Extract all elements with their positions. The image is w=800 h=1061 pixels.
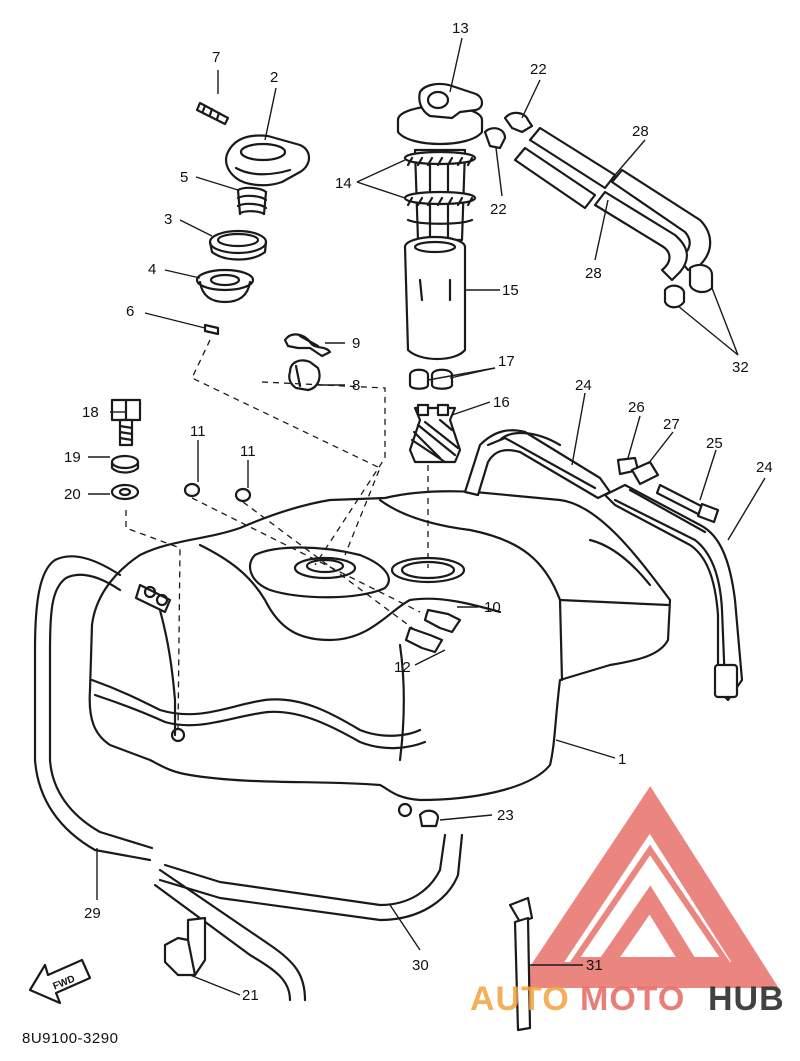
callout-27: 27 — [663, 416, 680, 433]
cap-pin — [195, 101, 230, 126]
watermark-auto: AUTO — [470, 980, 570, 1018]
collar-27 — [630, 460, 660, 486]
breather-hose-29 — [33, 555, 154, 862]
callout-24-side: 24 — [756, 459, 773, 476]
callout-22-bottom: 22 — [490, 201, 507, 218]
callout-6: 6 — [126, 303, 134, 320]
assembly-lines — [125, 339, 429, 731]
cap-gasket — [208, 229, 268, 261]
callout-11-left: 11 — [190, 423, 206, 440]
washer-19 — [110, 454, 140, 474]
fuel-hose-lower — [593, 168, 712, 282]
fwd-arrow-icon: FWD — [28, 958, 92, 1005]
fuel-pump-body — [403, 148, 477, 242]
callout-22-top: 22 — [530, 61, 547, 78]
wire-clip — [283, 333, 332, 358]
bolt-10 — [423, 608, 462, 634]
callout-23: 23 — [497, 807, 514, 824]
fuel-hose-upper — [513, 126, 617, 210]
callout-2: 2 — [270, 69, 278, 86]
hose-clamps-lower — [663, 263, 714, 309]
watermark-moto: MOTO — [580, 980, 685, 1018]
bolt-25 — [655, 483, 720, 524]
cap-clip — [203, 323, 220, 336]
callout-5: 5 — [180, 169, 188, 186]
callout-12: 12 — [394, 659, 411, 676]
pump-clamps — [408, 368, 454, 390]
callout-14: 14 — [335, 175, 352, 192]
callout-25: 25 — [706, 435, 723, 452]
callout-3: 3 — [164, 211, 172, 228]
callout-9: 9 — [352, 335, 360, 352]
drawing-code: 8U9100-3290 — [22, 1030, 118, 1047]
callout-28-bottom: 28 — [585, 265, 602, 282]
callout-15: 15 — [502, 282, 519, 299]
callout-29: 29 — [84, 905, 101, 922]
callout-1: 1 — [618, 751, 626, 768]
callout-20: 20 — [64, 486, 81, 503]
callout-7: 7 — [212, 49, 220, 66]
hose-clamps-top — [483, 111, 534, 150]
watermark-text: AUTO MOTO HUB — [470, 980, 785, 1018]
grommet-11b — [234, 487, 252, 503]
watermark-hub: HUB — [708, 980, 785, 1018]
filler-cap — [225, 134, 311, 187]
tank-band-rear — [463, 429, 612, 500]
breather-hose-30 — [153, 833, 464, 1002]
leader-lines — [88, 37, 766, 996]
callout-labels: 7 2 5 3 4 6 9 8 13 14 15 17 16 22 22 28 … — [64, 20, 773, 1004]
callout-26: 26 — [628, 399, 645, 416]
callout-31: 31 — [586, 957, 603, 974]
bolt-12 — [404, 626, 444, 654]
fuel-tank — [88, 490, 672, 818]
callout-19: 19 — [64, 449, 81, 466]
grommet-11a — [183, 482, 201, 498]
callout-8: 8 — [352, 377, 360, 394]
callout-28-top: 28 — [632, 123, 649, 140]
tank-band-side — [603, 483, 744, 702]
hose-clip — [288, 359, 321, 392]
cap-seat — [195, 268, 255, 304]
bolt-18 — [110, 398, 142, 447]
callout-32: 32 — [732, 359, 749, 376]
fuel-filter — [408, 403, 462, 464]
callout-16: 16 — [493, 394, 510, 411]
tool-31 — [508, 896, 534, 1032]
cap-spring — [236, 186, 268, 216]
clamp-23 — [418, 809, 440, 828]
watermark-logo-icon — [515, 786, 779, 988]
callout-10: 10 — [484, 599, 501, 616]
callout-17: 17 — [498, 353, 515, 370]
callout-11-right: 11 — [240, 443, 256, 460]
callout-30: 30 — [412, 957, 429, 974]
fuel-pump-tube — [403, 235, 467, 360]
callout-4: 4 — [148, 261, 156, 278]
washer-20 — [110, 483, 140, 501]
fuel-pump-cover — [396, 82, 484, 146]
callout-13: 13 — [452, 20, 469, 37]
callout-21: 21 — [242, 987, 259, 1004]
bracket-21 — [163, 916, 207, 977]
callout-24-top: 24 — [575, 377, 592, 394]
callout-18: 18 — [82, 404, 99, 421]
